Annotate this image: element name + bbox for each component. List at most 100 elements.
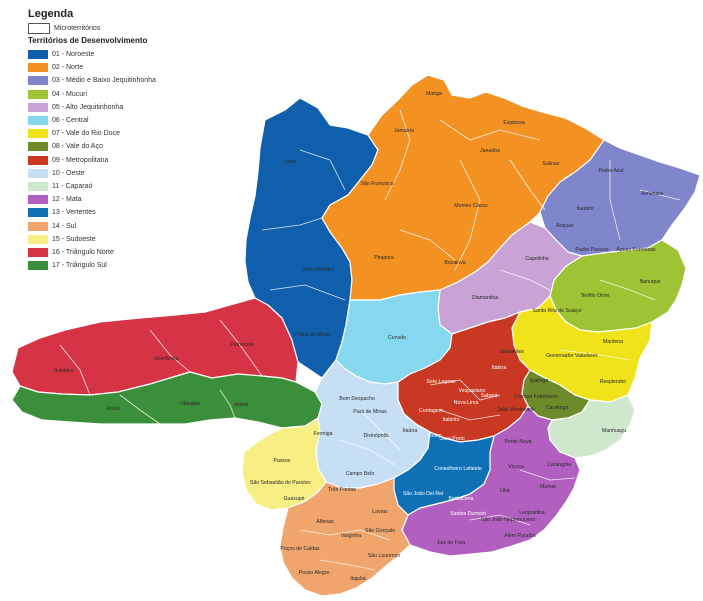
legend-item-label: 05 - Alto Jequitinhonha xyxy=(52,103,124,111)
legend-item-label: 16 - Triângulo Norte xyxy=(52,248,114,256)
label-guaxupe: Guaxupé xyxy=(283,496,304,502)
label-vespasiano: Vespasiano xyxy=(459,388,486,394)
legend-title: Legenda xyxy=(28,8,74,20)
legend-swatch xyxy=(28,208,48,218)
legend-item: 14 - Sul xyxy=(28,219,268,232)
label-itabirito: Itabirito xyxy=(442,417,459,423)
label-nanuque: Nanuque xyxy=(639,279,660,285)
legend-swatch xyxy=(28,221,48,231)
legend-swatch xyxy=(28,129,48,139)
legend-item: 02 - Norte xyxy=(28,61,268,74)
label-teofilo-otoni: Teófilo Otoni xyxy=(581,293,610,299)
label-manga: Manga xyxy=(426,91,442,97)
label-ituiutaba: Ituiutaba xyxy=(54,368,74,374)
label-santa-rita-do-sucui: Santa Rita do Suaçuí xyxy=(532,308,582,314)
legend-swatch xyxy=(28,181,48,191)
legend-item: 08 - Vale do Aço xyxy=(28,140,268,153)
legend-subtitle: Territórios de Desenvolvimento xyxy=(28,36,148,45)
legend-item-label: 13 - Vertentes xyxy=(52,209,96,217)
label-uberlandia: Uberlândia xyxy=(153,356,178,362)
legend-item-label: 03 - Médio e Baixo Jequitinhonha xyxy=(52,77,156,85)
label-pocos-de-caldas: Poços de Caldas xyxy=(280,546,320,552)
label-carangola: Carangola xyxy=(547,462,571,468)
label-itauna: Itaúna xyxy=(403,428,418,434)
legend-microterritory-row: Microterritórios xyxy=(28,23,268,34)
label-nova-lima: Nova Lima xyxy=(454,400,479,406)
label-ipatinga: Ipatinga xyxy=(530,378,549,384)
label-aguas-formosas: Águas Formosas xyxy=(616,246,656,253)
label-muriae: Muriaé xyxy=(540,484,556,490)
legend-item-label: 04 - Mucuri xyxy=(52,90,88,98)
label-sao-francisco: São Francisco xyxy=(360,181,393,187)
label-sete-lagoas: Sete Lagoas xyxy=(426,379,456,385)
label-joao-pinheiro: João Pinheiro xyxy=(302,267,334,273)
label-contagem: Contagem xyxy=(419,408,443,414)
legend-item-label: 10 - Oeste xyxy=(52,169,85,177)
legend-swatch xyxy=(28,76,48,86)
label-pouso-alegre: Pouso Alegre xyxy=(299,570,330,576)
legend-item: 13 - Vertentes xyxy=(28,206,268,219)
label-resplendor: Resplendor xyxy=(600,379,627,385)
label-araxa: Araxá xyxy=(234,402,248,408)
label-itajuba: Itajubá xyxy=(350,576,366,582)
label-governador-valadares: Governador Valadares xyxy=(546,353,598,359)
label-espinosa: Espinosa xyxy=(503,120,524,126)
label-diamantina: Diamantina xyxy=(472,295,498,301)
label-para-de-minas: Pará de Minas xyxy=(353,409,387,415)
legend-item-label: 12 - Mata xyxy=(52,196,82,204)
label-sao-sebastiao-do-paraiso: São Sebastião do Paraíso xyxy=(250,480,310,486)
legend-swatch xyxy=(28,50,48,60)
region-vertentes xyxy=(393,431,495,516)
legend-swatch xyxy=(28,116,48,126)
region-sul xyxy=(279,477,411,597)
legend-item: 12 - Mata xyxy=(28,193,268,206)
legend-item: 04 - Mucuri xyxy=(28,88,268,101)
label-guanhaes: Guanhães xyxy=(500,349,524,355)
label-aracuai: Araçuaí xyxy=(556,223,574,229)
legend-swatch xyxy=(28,261,48,271)
label-curvelo: Curvelo xyxy=(388,335,406,341)
label-alfenas: Alfenas xyxy=(316,519,334,525)
label-divinopolis: Divinópolis xyxy=(363,433,388,439)
legend-swatch xyxy=(28,168,48,178)
legend-item-label: 11 - Caparaó xyxy=(52,182,93,190)
label-uberaba: Uberaba xyxy=(180,401,200,407)
legend-swatch xyxy=(28,142,48,152)
label-conselheiro-lafaiete: Conselheiro Lafaiete xyxy=(434,466,482,472)
map-legend: Legenda Microterritórios Territórios de … xyxy=(28,8,268,272)
label-salinas: Salinas xyxy=(542,161,559,167)
legend-item-label: 06 - Central xyxy=(52,117,89,125)
legend-item-label: 15 - Sudoeste xyxy=(52,235,96,243)
label-campo-belo: Campo Belo xyxy=(346,471,375,477)
label-unai: Unaí xyxy=(286,159,298,165)
legend-item-label: 08 - Vale do Aço xyxy=(52,143,103,151)
label-varginha: Varginha xyxy=(341,533,361,539)
microterritory-swatch xyxy=(28,23,50,34)
label-itaobim: Itaobim xyxy=(576,206,593,212)
label-coronel-fabriciano: Coronel Fabriciano xyxy=(514,394,558,400)
label-capelinha: Capelinha xyxy=(525,256,548,262)
label-caratinga: Caratinga xyxy=(546,405,569,411)
label-santos-dumont: Santos Dumont xyxy=(450,511,486,517)
legend-swatch xyxy=(28,195,48,205)
label-uba: Ubá xyxy=(500,488,510,494)
label-formiga: Formiga xyxy=(313,431,332,437)
label-frutal: Frutal xyxy=(106,406,119,412)
microterritory-label: Microterritórios xyxy=(54,25,101,32)
legend-item-label: 09 - Metropolitana xyxy=(52,156,109,164)
label-almenara: Almenara xyxy=(641,191,663,197)
label-sao-lourenco: São Lourenço xyxy=(368,553,400,559)
label-pirapora: Pirapora xyxy=(374,255,394,261)
label-barbacena: Barbacena xyxy=(448,496,473,502)
label-tres-pontas: Três Pontas xyxy=(328,487,356,493)
legend-item-label: 17 - Triângulo Sul xyxy=(52,262,107,270)
label-lavras: Lavras xyxy=(372,509,388,515)
label-sao-joao-del-rei: São João Del Rei xyxy=(403,491,443,497)
label-alem-paraiba: Além Paraíba xyxy=(504,533,536,539)
label-joao-monlevade: João Monlevade xyxy=(497,407,535,413)
region-caparao xyxy=(547,394,636,459)
legend-item: 15 - Sudoeste xyxy=(28,233,268,246)
microterritory-borders xyxy=(59,109,681,571)
